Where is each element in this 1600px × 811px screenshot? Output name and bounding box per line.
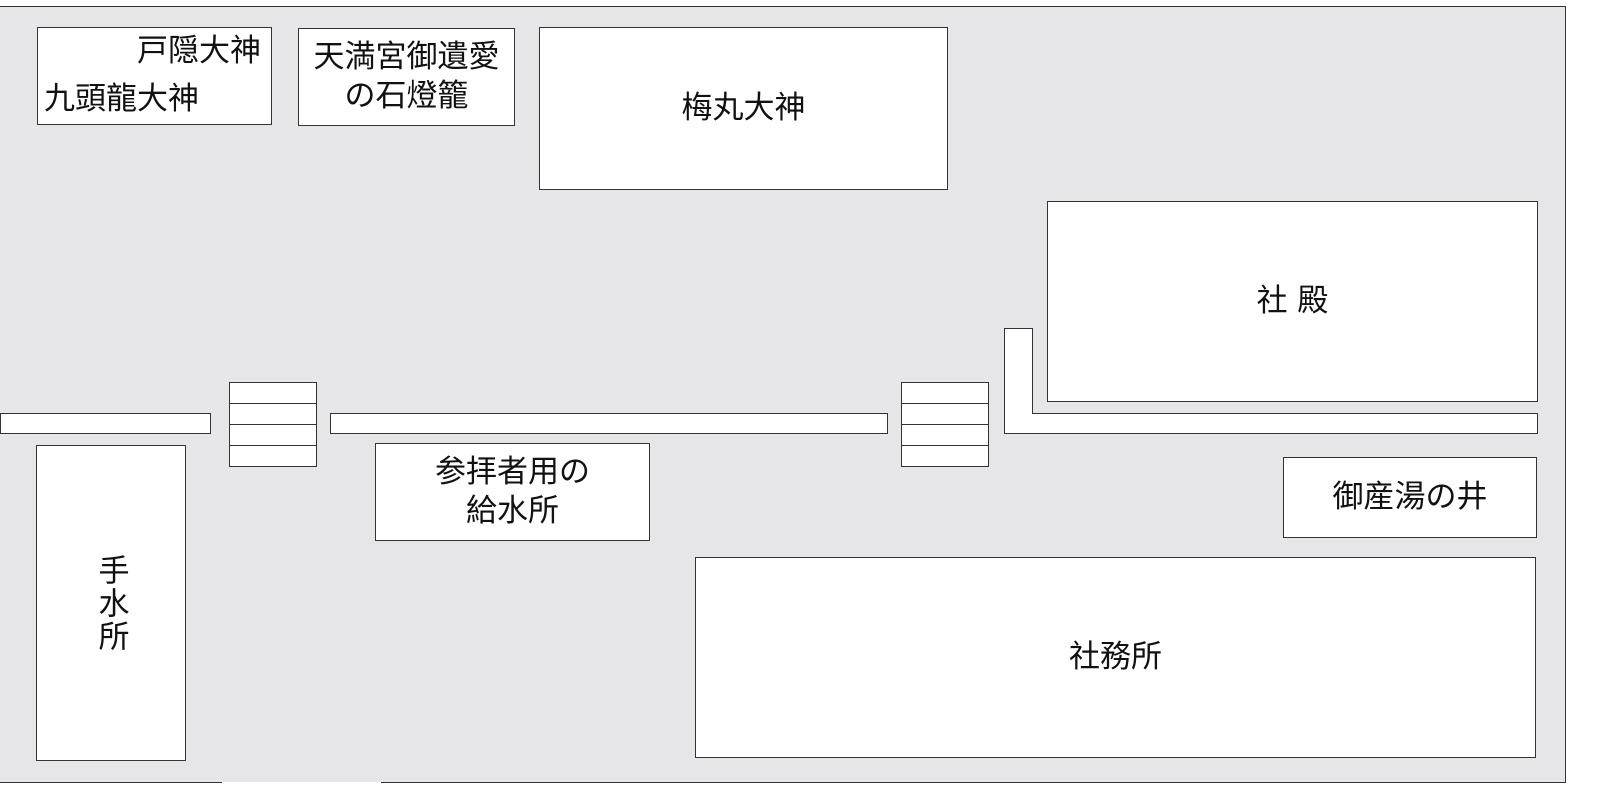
temizuya-label: 手水所 xyxy=(92,553,129,653)
gosanyu-label: 御産湯の井 xyxy=(1332,479,1488,516)
main-hall: 社 殿 xyxy=(1047,201,1538,402)
shrine-office: 社務所 xyxy=(695,557,1536,758)
worshipper-water-station: 参拝者用の 給水所 xyxy=(375,443,650,541)
fence-middle xyxy=(330,413,888,434)
temizuya: 手水所 xyxy=(36,445,186,761)
corridor-horizontal xyxy=(1004,413,1538,434)
kuzuryu-label: 九頭龍大神 xyxy=(44,81,199,117)
togakushi-label: 戸隠大神 xyxy=(137,33,261,69)
steps-right xyxy=(901,382,989,467)
stone-lantern-label-line2: の石燈籠 xyxy=(344,78,469,114)
stone-lantern-label-line1: 天満宮御遺愛 xyxy=(313,39,500,76)
water-station-label-line1: 参拝者用の xyxy=(435,454,590,491)
stone-lantern: 天満宮御遺愛 の石燈籠 xyxy=(298,28,515,126)
shrine-office-label: 社務所 xyxy=(1069,639,1162,676)
togakushi-kuzuryu-shrine: 戸隠大神 九頭龍大神 xyxy=(37,27,272,125)
fence-left xyxy=(0,413,211,434)
main-hall-label: 社 殿 xyxy=(1256,283,1329,320)
bottom-wall-right xyxy=(381,782,1566,783)
water-station-label-line2: 給水所 xyxy=(466,493,559,529)
steps-left xyxy=(229,382,317,467)
shrine-grounds-map: 戸隠大神 九頭龍大神 天満宮御遺愛 の石燈籠 梅丸大神 社 殿 参拝者用の 給水… xyxy=(0,6,1566,782)
bottom-wall-left xyxy=(0,782,222,783)
umemaru-label: 梅丸大神 xyxy=(681,90,806,127)
umemaru-shrine: 梅丸大神 xyxy=(539,27,948,190)
corridor-inner-edge xyxy=(1032,412,1538,414)
gosanyu-well: 御産湯の井 xyxy=(1283,457,1537,538)
